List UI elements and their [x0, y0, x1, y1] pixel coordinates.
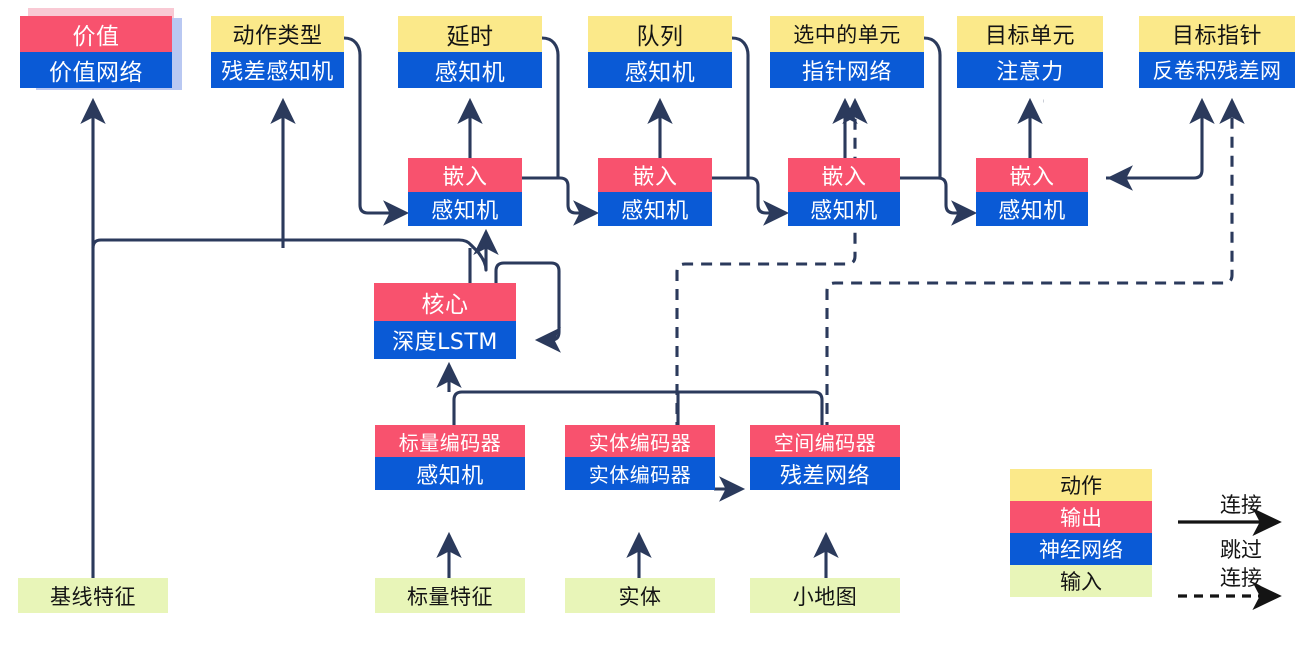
node-spatial-encoder-top: 空间编码器: [750, 425, 900, 457]
node-minimap[interactable]: 小地图: [750, 578, 900, 613]
legend-skip-label-line1: 跳过: [1220, 538, 1262, 562]
node-embed-3-bottom: 感知机: [788, 192, 900, 226]
node-embed-4[interactable]: 嵌入 感知机: [976, 158, 1088, 226]
node-scalar-encoder-top: 标量编码器: [375, 425, 525, 457]
node-entity-encoder-top: 实体编码器: [565, 425, 715, 457]
node-value-top: 价值: [20, 16, 172, 52]
node-embed-1-bottom: 感知机: [408, 192, 522, 226]
node-embed-2-bottom: 感知机: [598, 192, 712, 226]
node-core-bottom: 深度LSTM: [374, 321, 516, 359]
node-selected-units-top: 选中的单元: [770, 16, 924, 52]
node-scalar-encoder-bottom: 感知机: [375, 457, 525, 490]
wire-embed2-to-embed3: [712, 176, 790, 226]
node-selected-units[interactable]: 选中的单元 指针网络: [770, 16, 924, 88]
node-core-top: 核心: [374, 283, 516, 321]
node-target-point-bottom: 反卷积残差网: [1139, 52, 1295, 88]
node-core[interactable]: 核心 深度LSTM: [374, 283, 516, 359]
node-embed-3-top: 嵌入: [788, 158, 900, 192]
node-value[interactable]: 价值 价值网络: [20, 16, 172, 88]
node-embed-2[interactable]: 嵌入 感知机: [598, 158, 712, 226]
node-action-type[interactable]: 动作类型 残差感知机: [211, 16, 344, 88]
wire-embed4-to-targetpoint: [1106, 97, 1215, 180]
legend-skip-label-line2: 连接: [1220, 566, 1262, 590]
wire-embed1-to-embed2: [522, 176, 600, 226]
node-queued[interactable]: 队列 感知机: [588, 16, 732, 88]
wire-selected-down: [923, 36, 942, 178]
legend-swatch-network: 神经网络: [1010, 533, 1152, 565]
node-action-type-top: 动作类型: [211, 16, 344, 52]
node-target-unit-bottom: 注意力: [957, 52, 1103, 88]
node-target-point[interactable]: 目标指针 反卷积残差网: [1139, 16, 1295, 88]
node-delay[interactable]: 延时 感知机: [398, 16, 542, 88]
legend-swatch-stack: 动作 输出 神经网络 输入: [1010, 469, 1152, 597]
wire-bus-to-embed1: [473, 228, 499, 272]
node-action-type-bottom: 残差感知机: [211, 52, 344, 88]
wire-core-bus-left: [91, 238, 480, 254]
wire-delay-down: [541, 36, 560, 178]
node-spatial-encoder[interactable]: 空间编码器 残差网络: [750, 425, 900, 490]
node-embed-4-bottom: 感知机: [976, 192, 1088, 226]
node-embed-1[interactable]: 嵌入 感知机: [408, 158, 522, 226]
node-queued-bottom: 感知机: [588, 52, 732, 88]
node-queued-top: 队列: [588, 16, 732, 52]
node-target-unit-top: 目标单元: [957, 16, 1103, 52]
node-target-point-top: 目标指针: [1139, 16, 1295, 52]
node-entities[interactable]: 实体: [565, 578, 715, 613]
legend-swatch-action: 动作: [1010, 469, 1152, 501]
node-scalar-features[interactable]: 标量特征: [375, 578, 525, 613]
legend-swatch-input: 输入: [1010, 565, 1152, 597]
wire-embed3-to-embed4: [900, 176, 978, 226]
node-entity-encoder[interactable]: 实体编码器 实体编码器: [565, 425, 715, 490]
node-embed-4-top: 嵌入: [976, 158, 1088, 192]
node-spatial-encoder-bottom: 残差网络: [750, 457, 900, 490]
node-baseline-features[interactable]: 基线特征: [18, 578, 168, 613]
node-value-bottom: 价值网络: [20, 52, 172, 88]
legend-connection-label: 连接: [1220, 493, 1262, 517]
node-target-unit[interactable]: 目标单元 注意力: [957, 16, 1103, 88]
node-delay-top: 延时: [398, 16, 542, 52]
node-selected-units-bottom: 指针网络: [770, 52, 924, 88]
wire-actiontype-to-embed1: [343, 36, 410, 226]
wire-queued-down: [731, 36, 750, 178]
node-embed-3[interactable]: 嵌入 感知机: [788, 158, 900, 226]
node-embed-1-top: 嵌入: [408, 158, 522, 192]
node-entity-encoder-bottom: 实体编码器: [565, 457, 715, 490]
node-embed-2-top: 嵌入: [598, 158, 712, 192]
node-delay-bottom: 感知机: [398, 52, 542, 88]
node-scalar-encoder[interactable]: 标量编码器 感知机: [375, 425, 525, 490]
legend-swatch-output: 输出: [1010, 501, 1152, 533]
